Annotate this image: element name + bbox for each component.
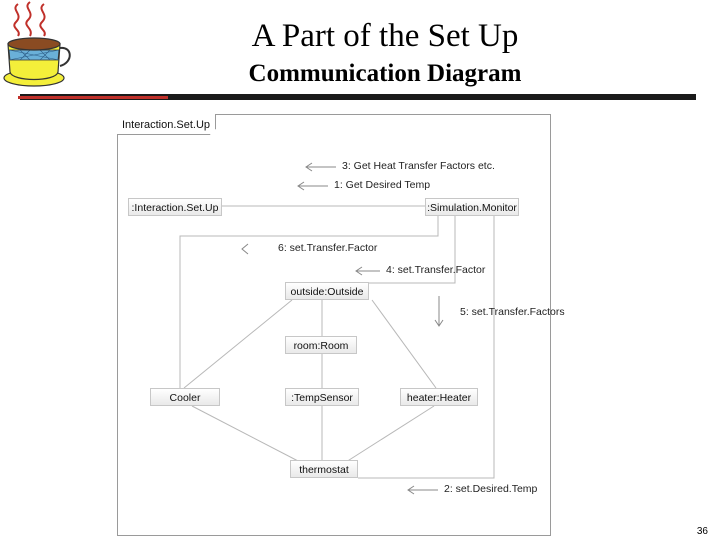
- slide-subtitle: Communication Diagram: [248, 60, 522, 87]
- message-4: 4: set.Transfer.Factor: [386, 264, 486, 276]
- slide-title: A Part of the Set Up: [251, 18, 519, 54]
- node-room[interactable]: room:Room: [285, 336, 357, 354]
- link-outside-cooler: [183, 299, 293, 389]
- link-monitor-thermostat: [358, 216, 495, 479]
- message-2: 2: set.Desired.Temp: [444, 483, 538, 495]
- frame-label-tab: Interaction.Set.Up: [117, 114, 217, 135]
- message-3: 3: Get Heat Transfer Factors etc.: [342, 160, 495, 172]
- message-6: 6: set.Transfer.Factor: [278, 242, 378, 254]
- link-heater-thermostat: [345, 405, 435, 463]
- title-underline: [20, 94, 696, 100]
- node-heater[interactable]: heater:Heater: [400, 388, 478, 406]
- page-number: 36: [696, 526, 708, 537]
- coffee-cup-logo-icon: [3, 1, 71, 87]
- link-outside-heater: [371, 299, 437, 389]
- node-thermostat[interactable]: thermostat: [290, 460, 358, 478]
- link-cooler-monitor: [179, 206, 439, 396]
- node-simulation-monitor[interactable]: :Simulation.Monitor: [425, 198, 519, 216]
- node-temp-sensor[interactable]: :TempSensor: [285, 388, 359, 406]
- node-interaction-setup[interactable]: :Interaction.Set.Up: [128, 198, 222, 216]
- node-cooler[interactable]: Cooler: [150, 388, 220, 406]
- message-5: 5: set.Transfer.Factors: [460, 306, 565, 318]
- accent-line: [18, 96, 168, 99]
- message-1: 1: Get Desired Temp: [334, 179, 431, 191]
- arrow-m6: [241, 243, 249, 255]
- link-cooler-thermostat: [191, 405, 301, 463]
- node-outside[interactable]: outside:Outside: [285, 282, 369, 300]
